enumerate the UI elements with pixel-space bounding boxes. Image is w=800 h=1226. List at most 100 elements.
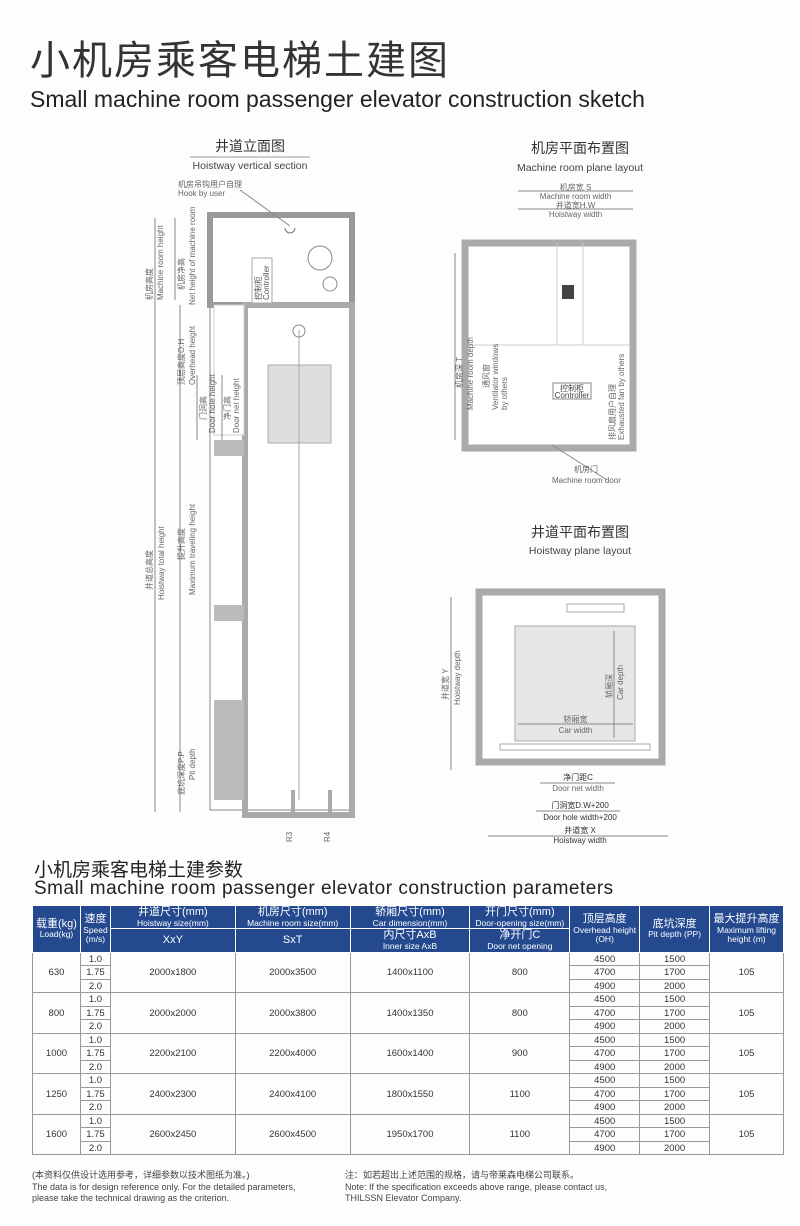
pit-cell: 1500 — [639, 992, 711, 1007]
speed-cell: 1.75 — [79, 1086, 111, 1102]
overhead-cell: 4500 — [569, 1032, 641, 1048]
total-height-cn: 井道总高度 — [145, 550, 154, 590]
overhead-cell: 4500 — [569, 1073, 641, 1088]
vertical-section-title-en: Hoistway vertical section — [192, 160, 308, 172]
speed-cell: 1.75 — [79, 1127, 111, 1142]
params-title-en: Small machine room passenger elevator co… — [34, 878, 614, 899]
pit-cell: 1500 — [639, 1073, 711, 1088]
hook-label-cn: 机房吊钩用户自理 — [178, 180, 242, 189]
load-cell: 1000 — [32, 1032, 81, 1075]
speed-cell: 1.0 — [79, 1032, 111, 1048]
speed-cell: 2.0 — [79, 1140, 111, 1156]
hook-label-en: Hook by user — [178, 189, 226, 198]
overhead-cell: 4900 — [569, 978, 641, 994]
hoistway-cell: 2000x2000 — [109, 992, 236, 1034]
door-hole-width-en: Door hole width+200 — [543, 813, 617, 822]
door-cell: 800 — [469, 992, 571, 1034]
note-left: (本资料仅供设计选用参考，详细参数以技术图纸为准。)The data is fo… — [32, 1170, 296, 1204]
travel-height-cn: 提升高度 — [177, 528, 186, 560]
pit-cell: 2000 — [639, 978, 711, 994]
header-st: SxT — [234, 928, 351, 953]
overhead-cell: 4700 — [569, 1046, 641, 1061]
overhead-cell: 4500 — [569, 951, 641, 967]
load-cell: 800 — [32, 992, 81, 1034]
overhead-cell: 4900 — [569, 1140, 641, 1156]
mr-depth-cn: 机房深 T — [455, 356, 464, 388]
overhead-cell: 4900 — [569, 1059, 641, 1075]
max-height-cell: 105 — [709, 992, 784, 1034]
door-cell: 800 — [469, 951, 571, 994]
pit-cell: 2000 — [639, 1100, 711, 1115]
car-cell: 1400x1350 — [349, 992, 471, 1034]
header-door: 开门尺寸(mm)Door-opening size(mm) — [469, 904, 571, 930]
hoistway-depth-cn: 井道宽 Y — [441, 668, 450, 700]
speed-cell: 1.75 — [79, 965, 111, 980]
hoistway-cell: 2400x2300 — [109, 1073, 236, 1115]
max-height-cell: 105 — [709, 951, 784, 994]
page-title-en: Small machine room passenger elevator co… — [30, 86, 645, 112]
mr-controller-cn: 控制柜 — [560, 384, 584, 393]
car-depth-en: Car depth — [616, 664, 625, 700]
pit-cell: 1500 — [639, 1032, 711, 1048]
params-title-cn: 小机房乘客电梯土建参数 — [34, 859, 244, 881]
load-cell: 630 — [32, 951, 81, 994]
r3-label: R3 — [285, 831, 294, 842]
speed-cell: 1.75 — [79, 1046, 111, 1061]
drawings — [154, 156, 668, 837]
pit-cell: 2000 — [639, 1140, 711, 1156]
overhead-cell: 4700 — [569, 1005, 641, 1021]
pit-depth-en: Pit depth — [188, 748, 197, 780]
overhead-cell: 4500 — [569, 1113, 641, 1129]
mr-width-cn: 机房宽 S — [559, 183, 592, 192]
door-cell: 1100 — [469, 1073, 571, 1115]
car-cell: 1950x1700 — [349, 1113, 471, 1156]
machine-room-title-en: Machine room plane layout — [516, 162, 644, 174]
pit-cell: 1700 — [639, 1086, 711, 1102]
pit-cell: 1500 — [639, 951, 711, 967]
hoistway-cell: 2200x2100 — [109, 1032, 236, 1075]
speed-cell: 2.0 — [79, 1100, 111, 1115]
max-height-cell: 105 — [709, 1032, 784, 1075]
vent-en: Ventilator windows — [491, 343, 500, 410]
header-xy: XxY — [109, 928, 236, 953]
hoistway-width-en: Hoistway width — [548, 210, 603, 219]
door-hole-en: Door hole height — [208, 374, 217, 433]
hoistway-plane-title-en: Hoistway plane layout — [528, 545, 632, 557]
r4-label: R4 — [323, 831, 332, 842]
pit-cell: 1700 — [639, 1046, 711, 1061]
hoistway-width-cn: 井道宽H.W — [555, 201, 596, 210]
pit-depth-cn: 底坑深度P.P — [177, 751, 186, 795]
hoistway-plane-title-cn: 井道平面布置图 — [531, 525, 629, 541]
machine-room-cell: 2400x4100 — [234, 1073, 351, 1115]
car-depth-cn: 轿厢深 — [605, 674, 614, 698]
mr-controller-en: Controller — [554, 391, 590, 400]
pit-cell: 2000 — [639, 1019, 711, 1034]
car-width-en: Car width — [558, 726, 593, 735]
page-title-cn: 小机房乘客电梯土建图 — [30, 38, 450, 84]
overhead-cell: 4500 — [569, 992, 641, 1007]
controller-label-en: Controller — [262, 265, 271, 300]
mr-width-en: Machine room width — [539, 192, 612, 201]
pit-cell: 1700 — [639, 1005, 711, 1021]
car-cell: 1600x1400 — [349, 1032, 471, 1075]
car-cell: 1400x1100 — [349, 951, 471, 994]
overhead-cell: 4900 — [569, 1019, 641, 1034]
header-load: 载重(kg)Load(kg) — [32, 905, 81, 953]
overhead-cell: 4700 — [569, 965, 641, 980]
speed-cell: 2.0 — [79, 978, 111, 994]
overhead-cell: 4700 — [569, 1127, 641, 1142]
mr-net-en: Net height of machine room — [188, 206, 197, 305]
door-cell: 900 — [469, 1032, 571, 1075]
speed-cell: 2.0 — [79, 1019, 111, 1034]
